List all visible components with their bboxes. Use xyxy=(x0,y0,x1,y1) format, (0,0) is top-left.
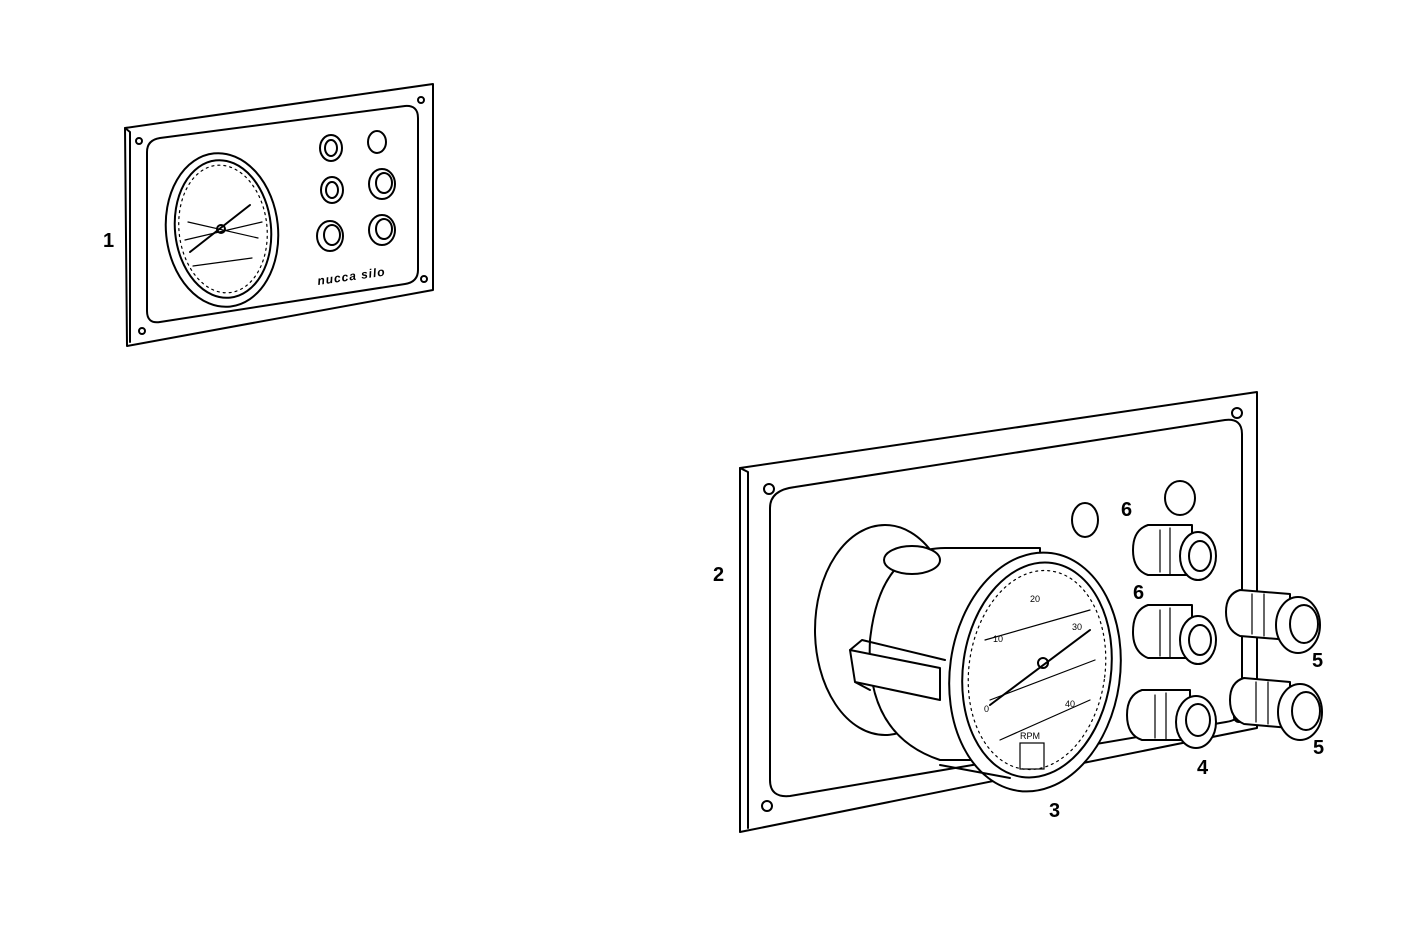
panel-opening xyxy=(1164,480,1196,516)
instrument-panel-exploded: 0 10 20 30 40 RPM xyxy=(739,391,1323,833)
dial-label-0: 0 xyxy=(984,704,989,714)
dial-label-40: 40 xyxy=(1065,699,1075,709)
callout-3: 3 xyxy=(1049,800,1060,822)
dial-counter-window xyxy=(1019,742,1045,770)
panel-recess-large xyxy=(769,418,1243,798)
dial-label-20: 20 xyxy=(1030,594,1040,604)
tachometer-small xyxy=(164,152,280,308)
mount-hole xyxy=(420,275,428,283)
mount-hole xyxy=(1231,407,1243,419)
dial-label-30: 30 xyxy=(1072,622,1082,632)
mount-hole xyxy=(135,137,143,145)
callout-6-lower: 6 xyxy=(1133,582,1144,604)
callout-1: 1 xyxy=(103,230,114,252)
instrument-panel-assembled: nucca silo xyxy=(124,83,434,347)
push-button-upper xyxy=(1225,589,1321,654)
callout-6-upper: 6 xyxy=(1121,499,1132,521)
mount-hole xyxy=(417,96,425,104)
callout-5-upper: 5 xyxy=(1312,650,1323,672)
panel-recess xyxy=(146,104,419,324)
small-panel-controls xyxy=(316,130,396,252)
callout-5-lower: 5 xyxy=(1313,737,1324,759)
mount-hole xyxy=(761,800,773,812)
dial-label-10: 10 xyxy=(993,634,1003,644)
mount-hole xyxy=(138,327,146,335)
callout-2: 2 xyxy=(713,564,724,586)
warning-light-lower xyxy=(1132,604,1217,665)
switch-key xyxy=(1126,689,1217,749)
tachometer-exploded: 0 10 20 30 40 RPM xyxy=(849,545,1122,793)
warning-light-upper xyxy=(1132,524,1217,581)
dial-unit-label: RPM xyxy=(1020,731,1040,741)
panel-plate xyxy=(124,83,434,347)
callout-4: 4 xyxy=(1197,757,1209,779)
mount-hole xyxy=(763,483,775,495)
panel-opening xyxy=(1071,502,1099,538)
push-button-lower xyxy=(1229,677,1323,741)
